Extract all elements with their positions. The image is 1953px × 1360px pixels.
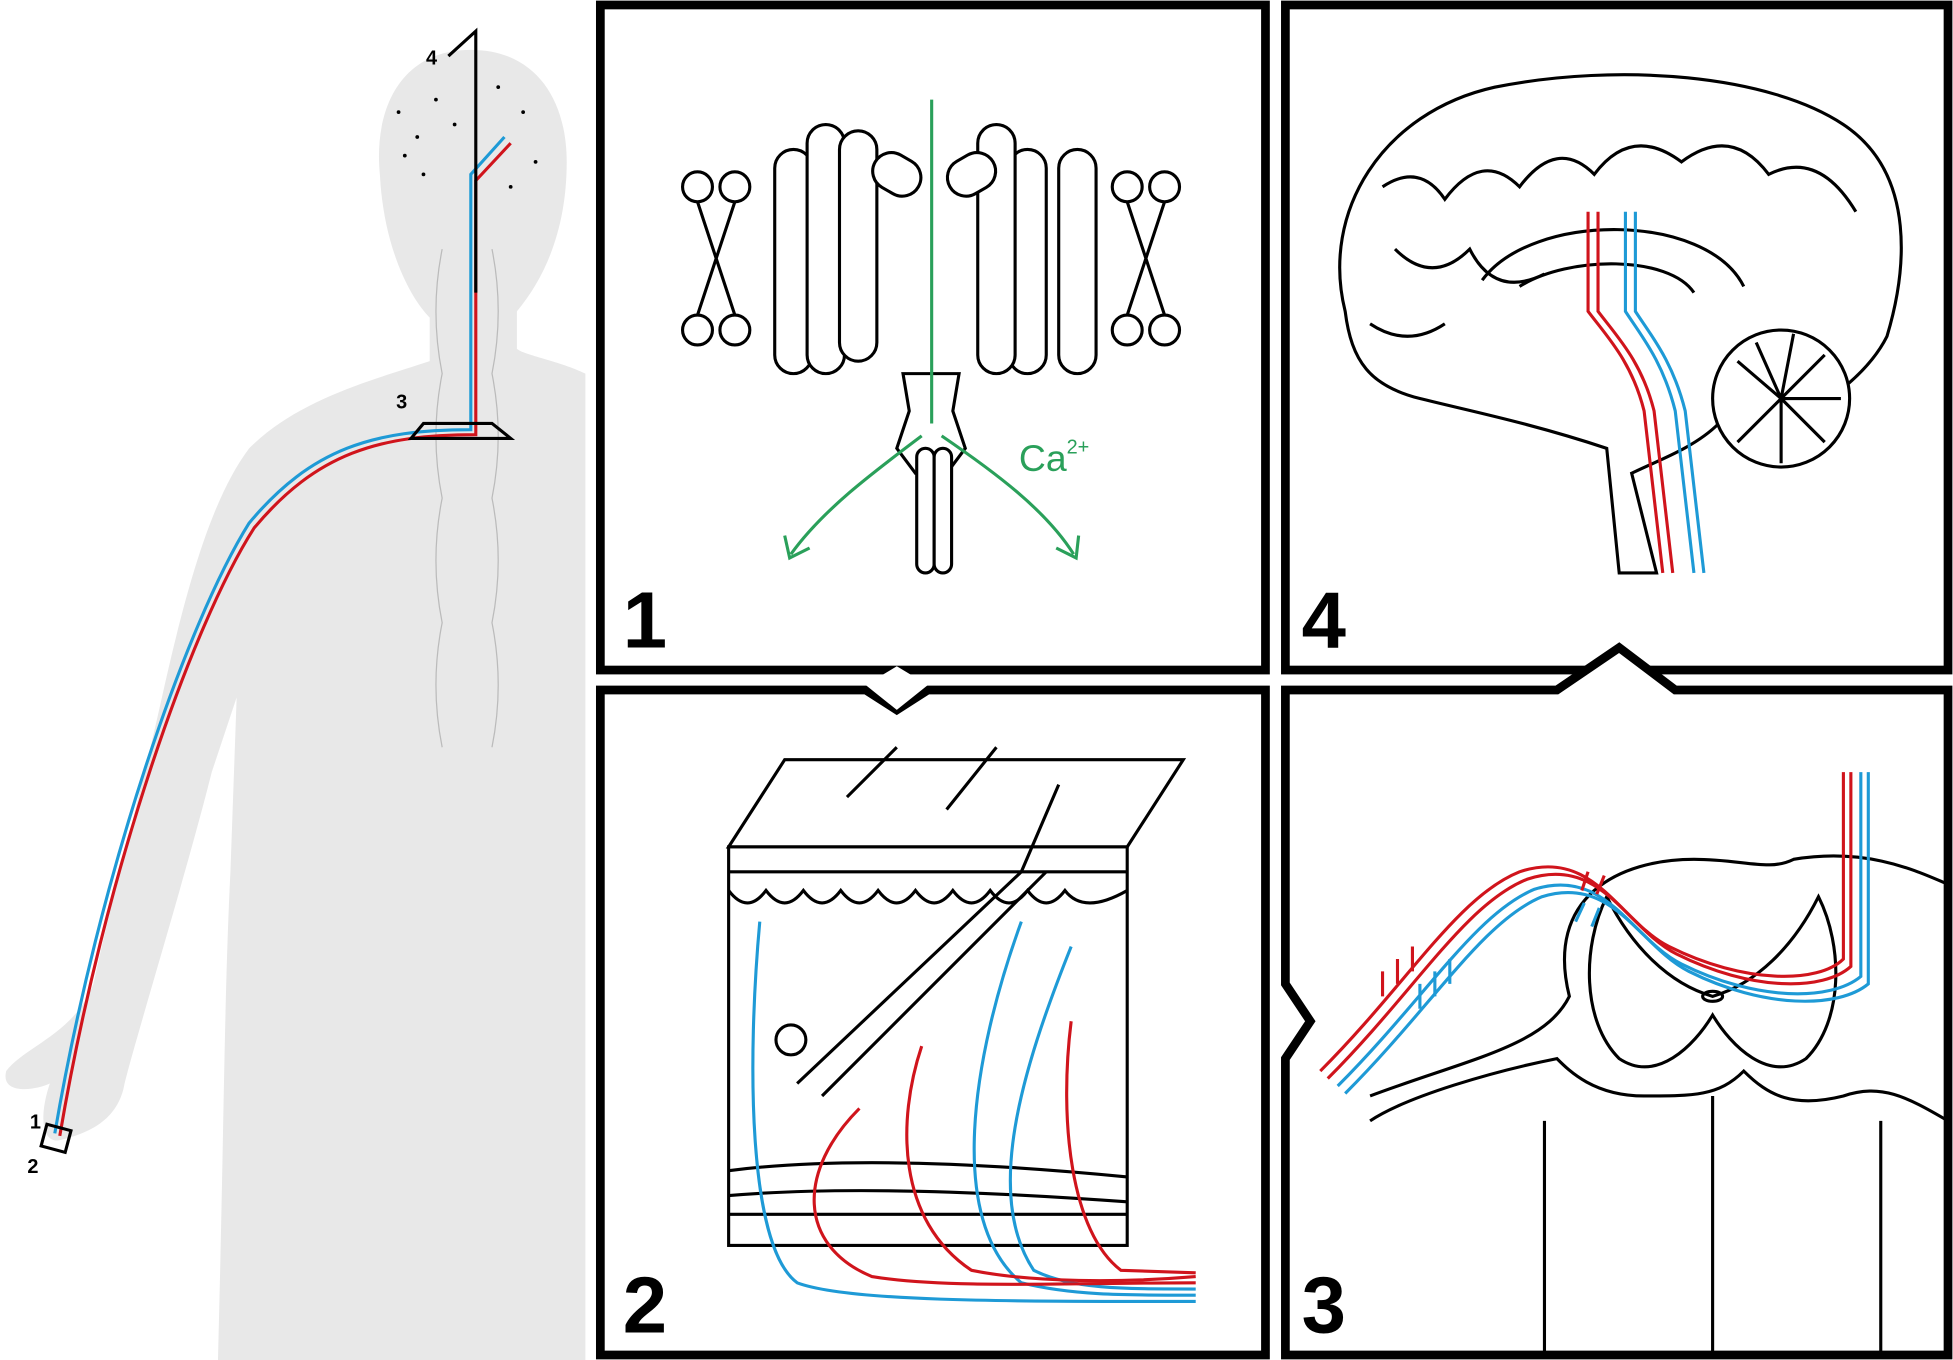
panel-4-number: 4 (1302, 576, 1346, 665)
panel-1-number: 1 (623, 576, 667, 665)
calcium-ion-symbol: Ca (1019, 437, 1067, 479)
brain-outline (1338, 73, 1903, 575)
body-nerve-pathway (53, 135, 512, 1137)
spinal-column-outline (435, 248, 499, 748)
brain-nerve-tracts (1586, 211, 1706, 574)
central-canal (1701, 989, 1725, 1003)
calcium-ion-charge: 2+ (1067, 436, 1090, 458)
panel-1-ion-channel: Ca2+ 1 (595, 0, 1270, 675)
skin-nerves (751, 921, 1196, 1304)
body-silhouette (5, 49, 586, 1360)
calcium-ion-label: Ca2+ (1019, 436, 1089, 478)
brain-folds (1369, 144, 1858, 338)
grey-matter (1587, 893, 1838, 1069)
sweat-gland (774, 1023, 808, 1057)
channel-protein (773, 122, 1098, 575)
cerebellum-folds (1736, 333, 1841, 464)
spinal-nerves (1319, 772, 1870, 1095)
body-label-1: 1 (30, 1111, 41, 1133)
membrane-lipids (680, 170, 1182, 347)
body-label-2: 2 (27, 1156, 38, 1178)
skin-block (725, 746, 1187, 1247)
hair-shaft (796, 784, 1061, 1098)
body-label-4: 4 (426, 48, 437, 70)
body-label-3: 3 (396, 391, 407, 413)
panel-2-number: 2 (623, 1261, 667, 1350)
panel-3-spinal-cord: 3 (1281, 642, 1953, 1360)
panel-3-number: 3 (1302, 1261, 1346, 1350)
panel-4-brain: 4 (1281, 0, 1953, 675)
body-markers: 1 2 3 4 (27, 27, 516, 1178)
brain-dots (396, 85, 538, 189)
calcium-flow (783, 99, 1081, 561)
panel-2-skin: 2 (595, 666, 1270, 1360)
